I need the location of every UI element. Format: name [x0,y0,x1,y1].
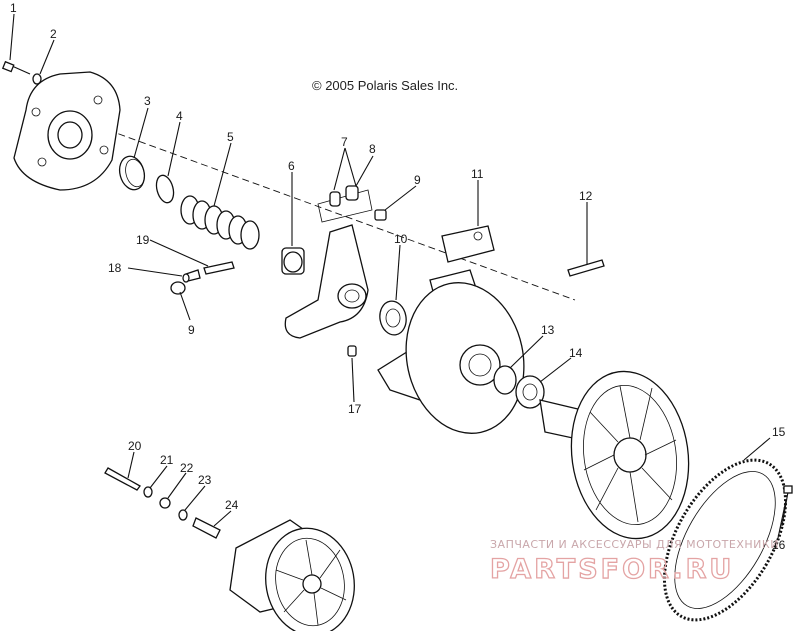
callout-16: 16 [772,538,786,552]
callout-17: 17 [348,402,362,416]
part-pin-24 [192,517,221,539]
callout-9-bottom: 9 [188,323,195,337]
part-bolt-1 [1,60,31,75]
copyright-text: © 2005 Polaris Sales Inc. [312,78,458,93]
callout-23: 23 [198,473,212,487]
part-fixed-sheave [539,370,690,540]
callout-18: 18 [108,261,122,275]
part-washer-10 [379,300,407,336]
callout-labels: 1 2 3 4 5 6 7 8 9 9 10 11 12 13 14 15 16… [10,1,786,552]
callout-7: 7 [341,135,348,149]
part-bushing-6 [281,247,305,275]
part-moveable-sheave [377,269,525,434]
callout-24: 24 [225,498,239,512]
part-ring-3 [118,155,146,191]
part-cover-plate [13,71,121,191]
part-washer-2 [32,73,42,85]
part-tag-11 [441,225,495,263]
callout-3: 3 [144,94,151,108]
callout-8: 8 [369,142,376,156]
callout-14: 14 [569,346,583,360]
part-bolt-20 [104,467,141,491]
part-nut-9-top [374,209,387,221]
watermark-brand: PARTSFOR.RU [490,554,734,585]
part-washer-13 [493,365,517,395]
part-rollers-7-8 [317,185,373,223]
callout-5: 5 [227,130,234,144]
leader-lines [9,13,787,539]
part-pin-18 [182,269,201,283]
callout-1: 1 [10,1,17,15]
callout-6: 6 [288,159,295,173]
watermark-tagline: ЗАПЧАСТИ И АКСЕССУАРЫ ДЛЯ МОТОТЕХНИКИ [490,538,779,551]
part-clutch-assembly [229,519,355,631]
callout-15: 15 [772,425,786,439]
part-bolt-16 [781,485,793,527]
callout-21: 21 [160,453,174,467]
part-snap-ring-4 [155,174,175,204]
part-nut-23 [178,509,188,521]
callout-20: 20 [128,439,142,453]
part-spider-arm [284,224,369,339]
callout-22: 22 [180,461,194,475]
callout-10: 10 [394,232,408,246]
callout-2: 2 [50,27,57,41]
part-washer-14 [515,375,545,409]
callout-19: 19 [136,233,150,247]
callout-4: 4 [176,109,183,123]
callout-12: 12 [579,189,593,203]
part-washer-21 [143,486,153,498]
part-pin-19 [203,261,235,275]
part-nut-17 [347,345,357,357]
part-pin-12 [567,259,605,277]
callout-11: 11 [471,167,484,181]
callout-9-top: 9 [414,173,421,187]
part-spring-5 [180,195,260,250]
part-washer-22 [159,497,171,509]
part-nut-9-bottom [170,281,186,295]
part-ring-gear-15 [662,458,788,622]
callout-13: 13 [541,323,555,337]
assembly-axis [107,129,576,301]
